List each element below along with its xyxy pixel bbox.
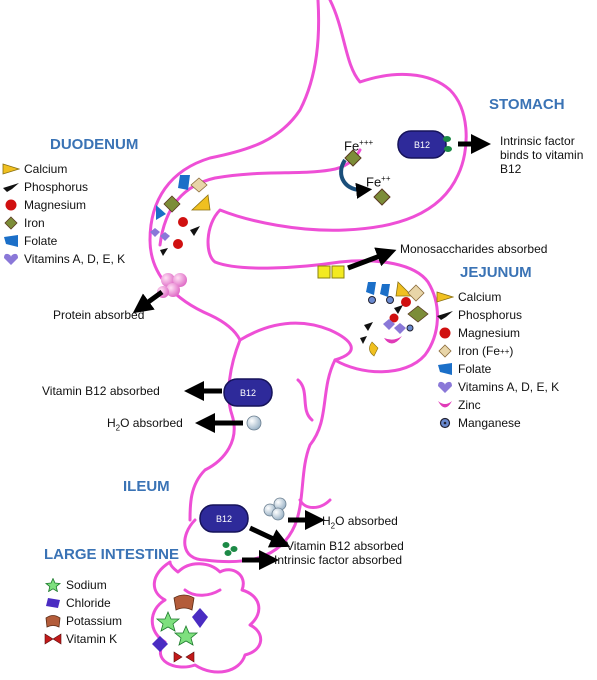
vitamins-heart-icon: [438, 381, 452, 393]
b12-pill-stomach: B12: [397, 130, 452, 159]
large-intestine-legend: Sodium Chloride Potassium Vitamin K: [44, 576, 122, 648]
ileum-heading: ILEUM: [123, 478, 170, 495]
svg-text:B12: B12: [240, 388, 256, 398]
monosaccharide-cubes: [317, 265, 345, 279]
iron-icon: [4, 216, 18, 230]
legend-item: Vitamins A, D, E, K: [2, 250, 125, 268]
legend-item: Iron (Fe++): [436, 342, 559, 360]
iron-diamond-icon: [344, 149, 362, 167]
fe2-label: Fe++: [366, 174, 391, 190]
legend-item: Phosphorus: [2, 178, 125, 196]
iron-diamond-icon: [373, 188, 391, 206]
calcium-icon: [436, 291, 454, 303]
chloride-icon: [46, 598, 60, 608]
duodenum-heading: DUODENUM: [50, 136, 139, 153]
stomach-heading: STOMACH: [489, 96, 565, 113]
legend-item: Vitamin K: [44, 630, 122, 648]
b12-pill-jejunum: B12: [223, 378, 273, 407]
fe3-label: Fe+++: [344, 138, 374, 154]
manganese-icon: [439, 417, 451, 429]
legend-item: Potassium: [44, 612, 122, 630]
protein-spheres: [157, 273, 187, 298]
arrow-b12-ileum: [248, 525, 291, 548]
magnesium-icon: [439, 327, 451, 339]
legend-item: Chloride: [44, 594, 122, 612]
duodenum-nutrient-cluster: [150, 175, 211, 256]
intrinsic-factor-dots: [222, 542, 238, 556]
intrinsic-absorbed-label: Intrinsic factor absorbed: [274, 553, 403, 567]
folate-icon: [438, 363, 452, 375]
potassium-icon: [45, 615, 61, 628]
b12-absorbed-jejunum-label: Vitamin B12 absorbed: [42, 384, 160, 398]
jejunum-heading: JEJUNUM: [460, 264, 532, 281]
phosphorus-icon: [437, 311, 453, 320]
legend-item: Sodium: [44, 576, 122, 594]
zinc-icon: [438, 401, 452, 408]
protein-absorbed-label: Protein absorbed: [53, 308, 145, 322]
legend-item: Folate: [436, 360, 559, 378]
legend-item: Phosphorus: [436, 306, 559, 324]
legend-item: Zinc: [436, 396, 559, 414]
arrow-protein: [132, 289, 164, 314]
calcium-icon: [2, 163, 20, 175]
legend-item: Magnesium: [436, 324, 559, 342]
water-sphere-icon: [246, 415, 262, 431]
vitamin-k-bowtie-icon: [44, 633, 62, 645]
h2o-absorbed-ileum-label: H2O absorbed: [322, 514, 398, 531]
legend-item: Vitamins A, D, E, K: [436, 378, 559, 396]
arrow-monosaccharides: [347, 247, 397, 271]
fe-conversion-arrow: [339, 158, 373, 199]
legend-item: Calcium: [2, 160, 125, 178]
jejunum-nutrient-cluster: [360, 281, 429, 357]
svg-text:B12: B12: [216, 514, 232, 524]
monosaccharides-label: Monosaccharides absorbed: [400, 242, 548, 256]
sodium-star-icon: [44, 578, 62, 592]
jejunum-legend: Calcium Phosphorus Magnesium Iron (Fe++)…: [436, 288, 559, 432]
legend-item: Magnesium: [2, 196, 125, 214]
legend-item: Manganese: [436, 414, 559, 432]
h2o-absorbed-jejunum-label: H2O absorbed: [107, 416, 183, 433]
legend-item: Iron: [2, 214, 125, 232]
vitamins-heart-icon: [4, 253, 18, 265]
intrinsic-factor-text: Intrinsic factor binds to vitamin B12: [500, 134, 584, 176]
svg-text:B12: B12: [414, 140, 430, 150]
iron-fe2-icon: [438, 344, 452, 358]
legend-item: Calcium: [436, 288, 559, 306]
large-intestine-nutrients: [152, 594, 208, 663]
b12-pill-ileum: B12: [199, 504, 249, 533]
water-spheres-ileum: [263, 497, 287, 521]
phosphorus-icon: [3, 183, 19, 192]
folate-icon: [4, 235, 18, 247]
legend-item: Folate: [2, 232, 125, 250]
large-intestine-heading: LARGE INTESTINE: [44, 546, 180, 563]
magnesium-icon: [5, 199, 17, 211]
duodenum-legend: Calcium Phosphorus Magnesium Iron Folate…: [2, 160, 125, 268]
b12-absorbed-ileum-label: Vitamin B12 absorbed: [286, 539, 404, 553]
